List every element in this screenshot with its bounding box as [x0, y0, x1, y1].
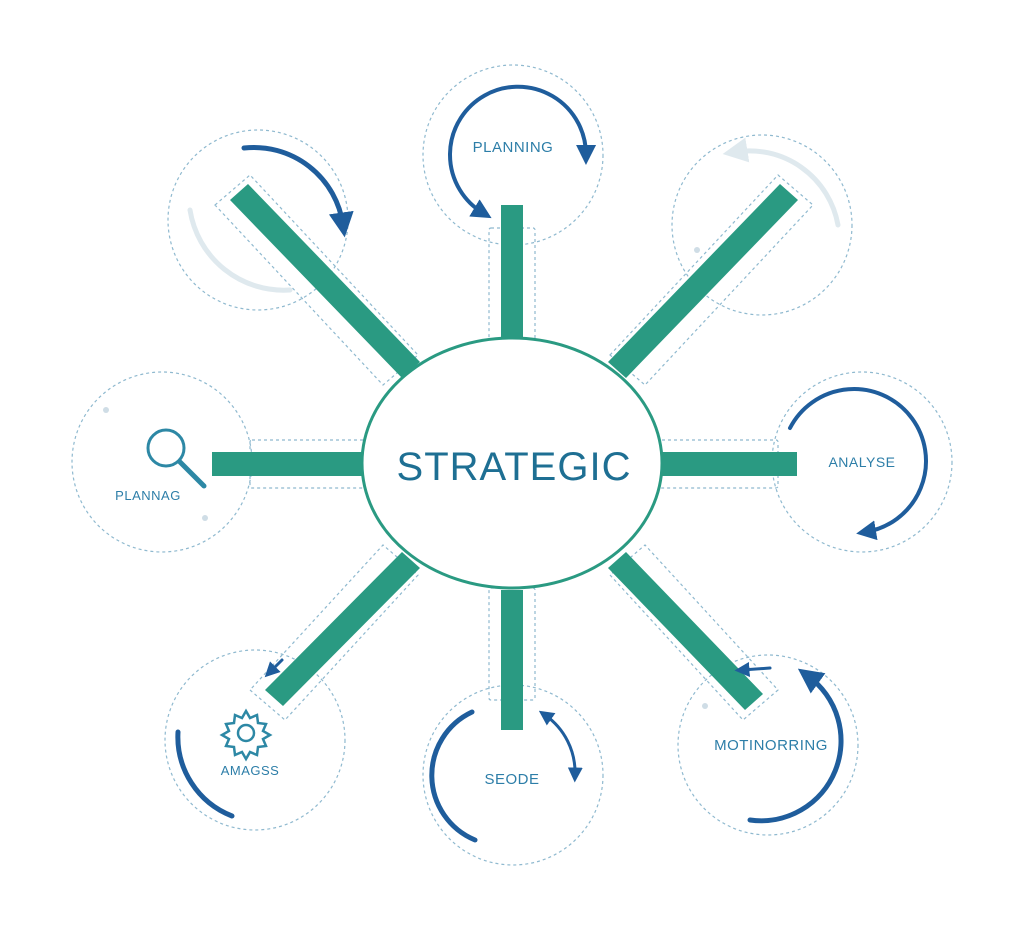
gear-icon [219, 708, 273, 762]
arc-bottom-left [175, 729, 235, 819]
center-hub [360, 336, 664, 590]
node-outline-top [422, 64, 604, 246]
node-outline-bottom-left [164, 649, 346, 831]
spoke-bottom-right [608, 552, 763, 710]
node-label-bottom-left: AMAGSS [221, 763, 280, 778]
arrow-bottom-left [264, 658, 284, 678]
center-label: STRATEGIC [397, 445, 632, 489]
spoke-outline-bottom-left [249, 544, 419, 721]
node-label-left: PLANNAG [115, 488, 181, 503]
node-outline-bottom-right [677, 654, 859, 836]
node-label-bottom: SEODE [484, 771, 539, 788]
arc-top-left-blue [241, 144, 354, 238]
cycle-arcs [175, 84, 928, 843]
arc-right [788, 387, 928, 541]
arc-top-left-light [187, 207, 293, 293]
arc-bottom-right [747, 668, 844, 824]
spoke-top-left [230, 184, 420, 378]
spoke-bottom-left [265, 552, 420, 706]
spokes [212, 184, 798, 730]
decorative-specks [103, 247, 708, 709]
spoke-outline-top-right [609, 174, 814, 386]
spoke-top-right [608, 184, 798, 378]
arc-top-right-light [722, 137, 841, 228]
magnifier-icon [146, 428, 207, 489]
arc-bottom-left-half [429, 709, 478, 843]
arc-bottom-right-half [538, 710, 583, 783]
arc-top [448, 84, 597, 219]
spoke-left [212, 452, 362, 476]
node-outline-top-right [671, 134, 853, 316]
node-label-top: PLANNING [473, 139, 554, 156]
spoke-outline-bottom-right [609, 544, 779, 721]
node-label-right: ANALYSE [828, 454, 895, 470]
spoke-right [662, 452, 797, 476]
spoke-bottom [501, 590, 523, 730]
arrow-bottom-right [734, 661, 772, 677]
node-label-bottom-right: MOTINORRING [714, 737, 828, 754]
spoke-top [501, 205, 523, 340]
spoke-outline-top-left [214, 174, 419, 386]
node-outline-bottom [422, 684, 604, 866]
